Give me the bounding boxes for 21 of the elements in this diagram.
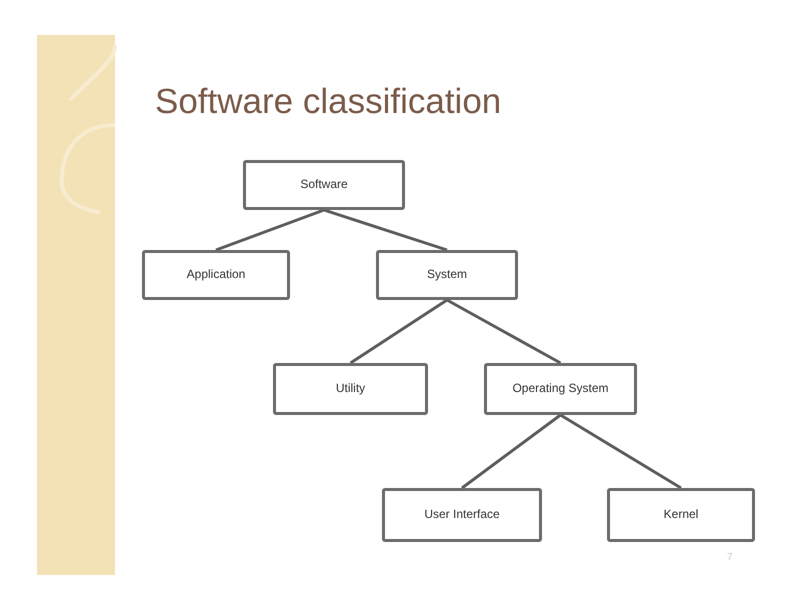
node-label: Utility xyxy=(334,382,366,396)
category-box xyxy=(273,363,428,415)
node-label: Application xyxy=(186,268,246,282)
node-label: Software xyxy=(299,178,349,192)
category-box xyxy=(243,160,405,210)
connector-line xyxy=(446,298,562,364)
category-box xyxy=(382,488,542,542)
connector-line xyxy=(350,298,448,364)
node-label: User Interface xyxy=(423,508,501,522)
connector-line xyxy=(215,208,325,252)
category-box xyxy=(484,363,637,415)
node-label: System xyxy=(426,268,468,282)
node-label: Operating System xyxy=(511,382,610,396)
slide-title: Software classification xyxy=(155,82,502,122)
node-label: Kernel xyxy=(662,508,700,522)
connector-line xyxy=(324,208,448,252)
connector-line xyxy=(461,414,562,490)
category-box xyxy=(376,250,518,300)
category-box xyxy=(142,250,290,300)
connector-line xyxy=(560,414,682,490)
category-box xyxy=(607,488,755,542)
